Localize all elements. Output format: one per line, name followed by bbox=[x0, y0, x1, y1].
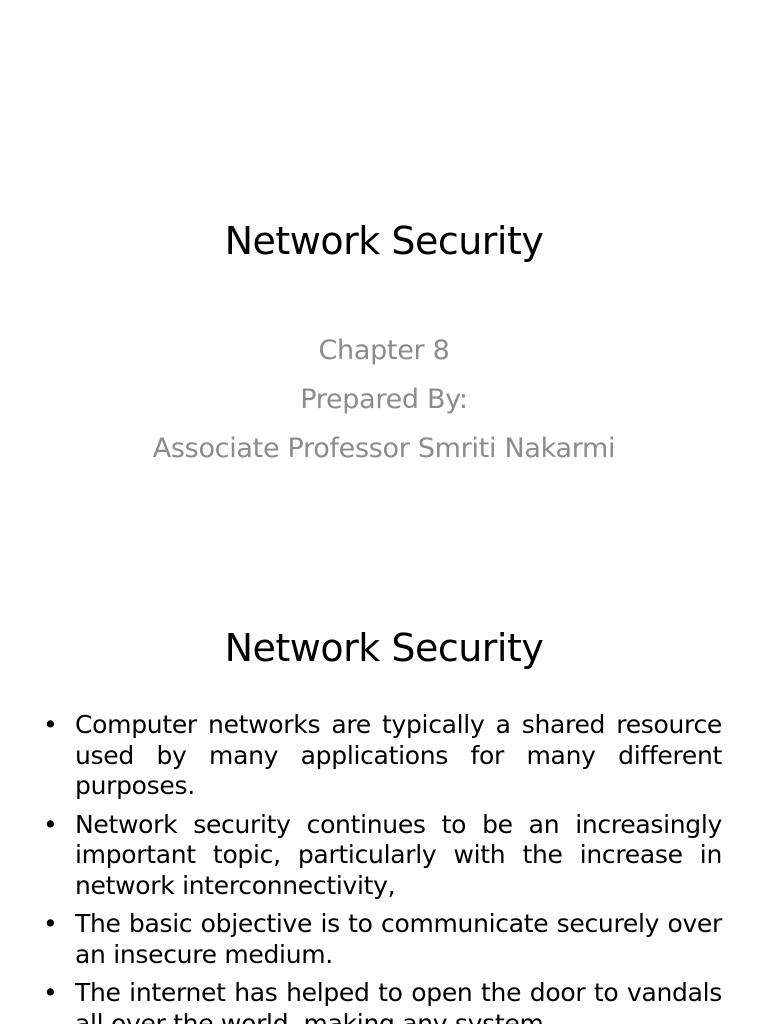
slide-title: Network Security bbox=[224, 219, 544, 263]
bullet-icon: • bbox=[43, 978, 58, 1007]
prepared-by-label: Prepared By: bbox=[300, 384, 468, 415]
chapter-label: Chapter 8 bbox=[318, 335, 450, 366]
bullet-text: The internet has helped to open the door… bbox=[75, 978, 722, 1024]
content-slide: Network Security • Computer networks are… bbox=[0, 576, 768, 1024]
slide-title: Network Security bbox=[224, 626, 544, 670]
bullet-icon: • bbox=[43, 809, 58, 839]
bullet-item: • The basic objective is to communicate … bbox=[40, 909, 722, 970]
bullet-icon: • bbox=[43, 909, 58, 938]
bullet-text: The basic objective is to communicate se… bbox=[75, 909, 722, 969]
author-name: Associate Professor Smriti Nakarmi bbox=[152, 433, 616, 464]
bullet-text: Network security continues to be an incr… bbox=[75, 809, 722, 900]
bullet-list: • Computer networks are typically a shar… bbox=[40, 710, 722, 1024]
bullet-text: Computer networks are typically a shared… bbox=[75, 710, 722, 800]
bullet-item: • Computer networks are typically a shar… bbox=[40, 710, 722, 802]
bullet-item: • Network security continues to be an in… bbox=[40, 810, 722, 902]
slide-subtitle: Chapter 8 Prepared By: Associate Profess… bbox=[0, 333, 768, 480]
bullet-item: • The internet has helped to open the do… bbox=[40, 978, 722, 1024]
title-slide: Network Security Chapter 8 Prepared By: … bbox=[0, 219, 768, 480]
bullet-icon: • bbox=[43, 710, 58, 739]
